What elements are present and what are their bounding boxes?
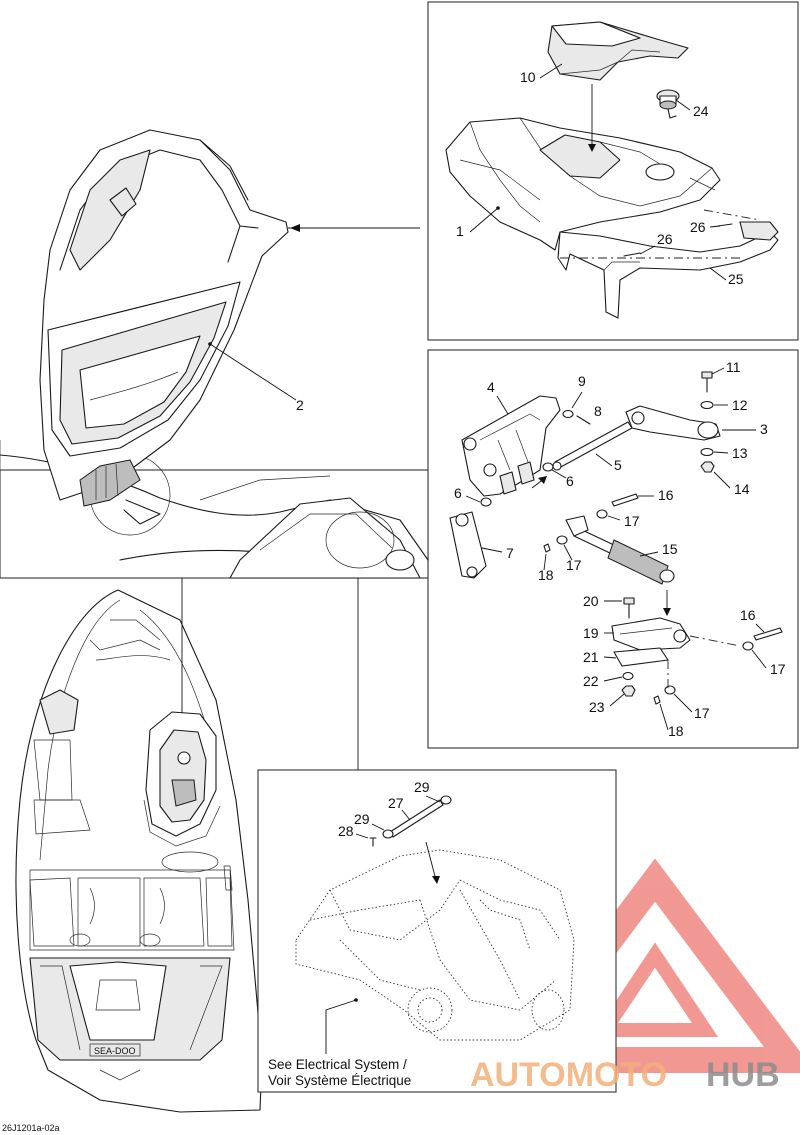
part-26-screw-left [623,252,641,257]
part-17-washer-mid [556,535,568,545]
part-16-pin-lower [753,627,783,641]
svg-text:AUTOMOTO: AUTOMOTO [470,1056,667,1094]
part-26-screw-right [717,223,733,227]
svg-text:17: 17 [694,705,710,721]
svg-text:21: 21 [583,649,599,665]
svg-text:3: 3 [760,421,768,437]
svg-text:17: 17 [624,513,640,529]
svg-text:16: 16 [740,607,756,623]
part-2-glovebox-lid [39,129,289,525]
part-28-screw [369,837,377,847]
part-17-washer-lower [664,685,676,695]
svg-text:13: 13 [732,445,748,461]
part-16-pin-upper [611,493,639,507]
drawing-code: 26J1201a-02a [2,1123,60,1133]
glovebox-detail-view [0,440,429,579]
svg-text:29: 29 [414,779,430,795]
svg-text:17: 17 [566,557,582,573]
part-1-cover [445,117,721,251]
part-11-bolt [701,371,713,393]
part-17-washer-upper [596,509,608,519]
svg-text:6: 6 [454,485,462,501]
part-4-bracket [461,395,561,497]
svg-text:24: 24 [693,103,709,119]
svg-text:7: 7 [506,545,514,561]
callouts-cover: 10 24 1 26 26 25 [456,63,744,287]
svg-text:28: 28 [338,823,354,839]
svg-text:2: 2 [296,397,304,413]
svg-text:14: 14 [734,481,750,497]
note-electrical-line1: See Electrical System / [268,1057,407,1072]
part-18-clip-lower [653,695,661,705]
part-20-screw [623,597,635,619]
part-10-cap [547,21,689,81]
part-9-washer [562,409,574,419]
svg-text:29: 29 [354,811,370,827]
part-19-lower-bracket [611,617,691,651]
svg-text:18: 18 [668,723,684,739]
part-13-washer [700,447,714,457]
svg-text:6: 6 [566,473,574,489]
part-17-washer-right [742,641,754,651]
svg-text:1: 1 [456,223,464,239]
part-18-clip-upper [543,543,551,553]
svg-text:15: 15 [662,541,678,557]
part-7-link [449,511,487,579]
svg-text:9: 9 [578,373,586,389]
watercraft-top-view: SEA-DOO [15,589,263,1113]
part-29-clip-right [440,795,452,805]
electrical-box-view [295,795,575,1041]
part-6-bushing-right [542,462,554,472]
part-3-arm [625,405,721,441]
svg-text:5: 5 [614,457,622,473]
svg-text:10: 10 [520,69,536,85]
svg-text:16: 16 [658,487,674,503]
callouts-glovebox: 2 [208,342,304,413]
svg-text:25: 25 [728,271,744,287]
seadoo-logo-text: SEA-DOO [94,1046,136,1056]
svg-text:11: 11 [726,359,741,375]
callouts-hinge: 4 9 8 11 12 3 13 14 5 6 6 7 16 17 17 18 … [454,359,786,739]
note-electrical-line2: Voir Système Électrique [268,1073,411,1088]
svg-text:23: 23 [589,699,605,715]
part-14-nut [700,461,715,473]
svg-text:19: 19 [583,625,599,641]
svg-text:8: 8 [594,403,602,419]
part-6-bushing-left [480,497,492,507]
part-23-nut [621,685,636,697]
svg-text:27: 27 [388,795,404,811]
part-12-washer [700,400,714,410]
frame-electrical-box [257,769,617,1093]
svg-text:22: 22 [583,673,599,689]
callouts-electrical: 29 27 29 28 [325,779,441,1054]
svg-text:HUB: HUB [706,1056,780,1094]
part-8-screw [576,415,591,425]
svg-text:26: 26 [690,219,706,235]
svg-text:12: 12 [732,397,748,413]
watermark-text: AUTOMOTO HUB [470,1056,780,1094]
svg-text:17: 17 [770,661,786,677]
part-22-washer [622,671,634,681]
part-15-gas-spring [565,515,675,585]
svg-text:18: 18 [538,567,554,583]
svg-text:20: 20 [583,593,599,609]
svg-text:26: 26 [657,231,673,247]
part-25-trim [557,221,779,319]
svg-text:4: 4 [487,379,495,395]
part-29-clip-left [382,829,394,839]
